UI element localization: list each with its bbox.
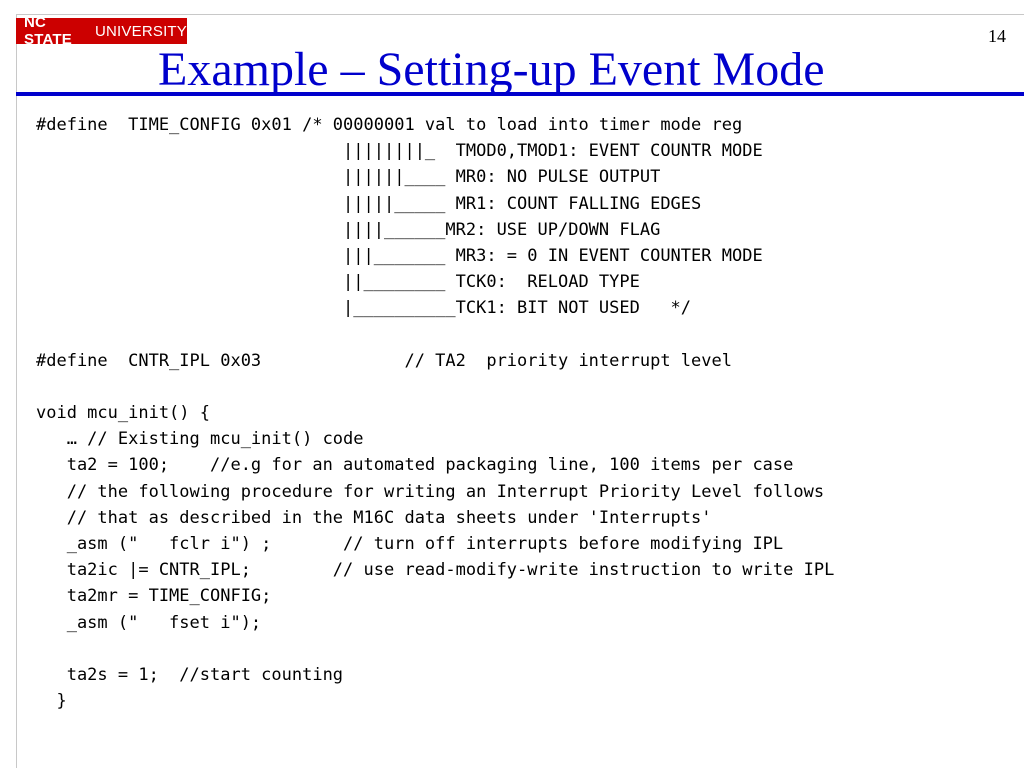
logo-light-text: UNIVERSITY [94, 22, 187, 40]
code-line: |||||_____ MR1: COUNT FALLING EDGES [36, 193, 702, 214]
code-block: #define TIME_CONFIG 0x01 /* 00000001 val… [36, 112, 1016, 714]
code-line [36, 374, 1016, 400]
code-line: ta2mr = TIME_CONFIG; [36, 586, 272, 607]
logo-strong-text: NC STATE [24, 14, 72, 48]
code-line: |||_______ MR3: = 0 IN EVENT COUNTER MOD… [36, 245, 763, 266]
code-line: ||||||||_ TMOD0,TMOD1: EVENT COUNTR MODE [36, 141, 763, 162]
title-divider [16, 92, 1024, 96]
code-line: #define CNTR_IPL 0x03 // TA2 priority in… [36, 350, 732, 371]
code-line: ||||||____ MR0: NO PULSE OUTPUT [36, 167, 661, 188]
slide-title: Example – Setting-up Event Mode [158, 43, 825, 96]
code-line [36, 322, 1016, 348]
code-line: ta2s = 1; //start counting [36, 664, 344, 685]
slide-number: 14 [988, 26, 1006, 46]
code-line: // the following procedure for writing a… [36, 481, 825, 502]
code-line: #define TIME_CONFIG 0x01 /* 00000001 val… [36, 115, 743, 135]
code-line: ta2ic |= CNTR_IPL; // use read-modify-wr… [36, 560, 835, 581]
code-line: // that as described in the M16C data sh… [36, 507, 712, 528]
university-logo: NC STATE UNIVERSITY [16, 14, 187, 48]
code-line: _asm (" fset i"); [36, 612, 262, 633]
code-line [36, 636, 1016, 662]
code-line: _asm (" fclr i") ; // turn off interrupt… [36, 534, 784, 554]
code-line: ||________ TCK0: RELOAD TYPE [36, 272, 640, 293]
code-line: void mcu_init() { [36, 403, 210, 424]
code-line: … // Existing mcu_init() code [36, 429, 364, 450]
code-line: ta2 = 100; //e.g for an automated packag… [36, 455, 794, 476]
slide-frame [16, 14, 1024, 768]
code-line: |__________TCK1: BIT NOT USED */ [36, 298, 692, 319]
code-line: } [36, 691, 67, 712]
code-line: ||||______MR2: USE UP/DOWN FLAG [36, 219, 661, 240]
